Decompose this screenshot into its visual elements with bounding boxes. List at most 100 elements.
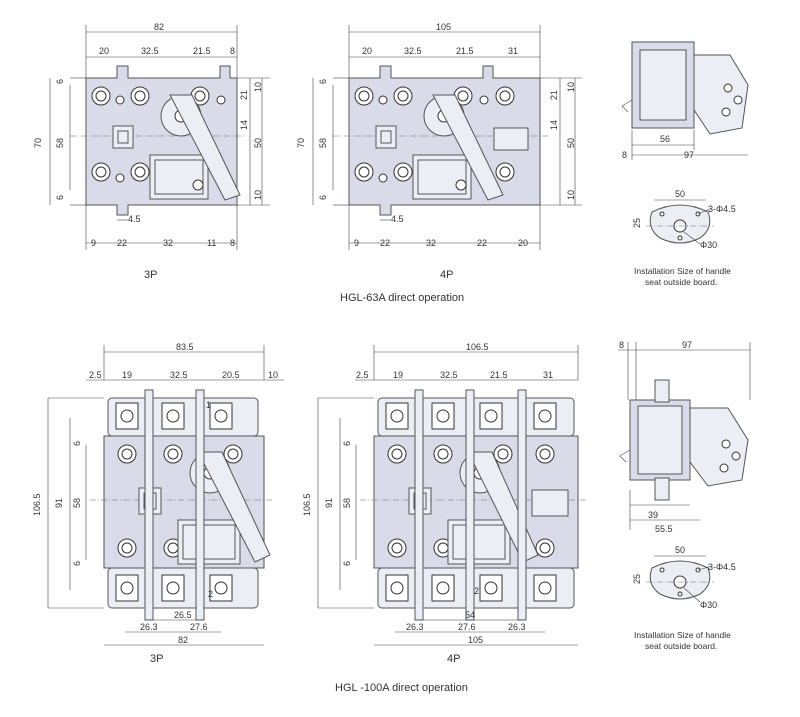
dim-100-4p-91: 91 [324, 498, 334, 508]
dim-63-3p-6b: 6 [55, 195, 65, 200]
hgl100-3p-view: 83.5 2.5 19 32.5 20.5 10 1 2 106.5 [32, 342, 284, 665]
dim-63-3p-b: 32.5 [141, 46, 159, 56]
dim-63-3p-r14: 14 [239, 120, 249, 130]
dim-63-4p-4.5: 4.5 [391, 214, 404, 224]
dim-100-side-8: 8 [619, 340, 624, 350]
dim-100-3p-27.6: 27.6 [190, 622, 208, 632]
dim-100-3p-26.5: 26.5 [174, 610, 192, 620]
dim-63-3p-c: 21.5 [193, 46, 211, 56]
dim-100-4p-a: 2.5 [356, 370, 369, 380]
dim-63-handle-25: 25 [632, 218, 642, 228]
dim-100-4p-c: 32.5 [440, 370, 458, 380]
dim-63-3p-4.5: 4.5 [128, 214, 141, 224]
dim-100-handle-holes: 3-Φ4.5 [708, 562, 736, 572]
dim-100-handle-50: 50 [675, 545, 685, 555]
dim-100-4p-e: 31 [543, 370, 553, 380]
title-hgl63: HGL-63A direct operation [340, 292, 464, 304]
dim-63-4p-b22: 22 [380, 238, 390, 248]
note-63-line2: seat outside board. [645, 277, 717, 287]
dim-63-4p-6a: 6 [318, 79, 328, 84]
dim-63-3p-r50: 50 [253, 138, 263, 148]
dim-100-3p-58: 58 [72, 498, 82, 508]
label-63-3p: 3P [144, 269, 157, 281]
note-100-line2: seat outside board. [645, 641, 717, 651]
dim-100-side-39: 39 [648, 510, 658, 520]
dim-63-3p-r21: 21 [239, 90, 249, 100]
dim-100-3p-e: 10 [268, 370, 278, 380]
dim-63-3p-d: 8 [230, 46, 235, 56]
dim-100-3p-26.3: 26.3 [140, 622, 158, 632]
label-100-3p: 3P [150, 653, 163, 665]
dim-100-3p-a: 2.5 [89, 370, 102, 380]
dim-63-4p-r10b: 10 [566, 190, 576, 200]
dim-100-4p-54: 54 [465, 610, 475, 620]
dim-63-side-97: 97 [684, 150, 694, 160]
dim-100-3p-6a: 6 [72, 441, 82, 446]
dim-63-4p-r50: 50 [566, 138, 576, 148]
dim-100-3p-d: 20.5 [222, 370, 240, 380]
dim-100-4p-d: 21.5 [490, 370, 508, 380]
dim-63-3p-b22: 22 [117, 238, 127, 248]
dim-100-3p-6b: 6 [72, 561, 82, 566]
dim-63-side-56: 56 [660, 134, 670, 144]
dim-63-3p-overall: 82 [154, 22, 164, 32]
dim-63-4p-height: 70 [296, 138, 306, 148]
dim-63-4p-a: 20 [362, 46, 372, 56]
dim-63-4p-r21: 21 [549, 90, 559, 100]
dim-63-3p-b32: 32 [163, 238, 173, 248]
dim-100-3p-c: 32.5 [170, 370, 188, 380]
dim-63-4p-c: 21.5 [456, 46, 474, 56]
dim-100-4p-overall: 106.5 [466, 342, 489, 352]
dim-100-3p-82: 82 [178, 635, 188, 645]
dim-100-3p-overall: 83.5 [176, 342, 194, 352]
dim-63-4p-r10a: 10 [566, 82, 576, 92]
dim-63-3p-6a: 6 [55, 79, 65, 84]
dim-63-3p-b8: 8 [230, 238, 235, 248]
dim-100-4p-58: 58 [342, 498, 352, 508]
dim-63-side-8: 8 [622, 150, 627, 160]
dim-100-4p-6a: 6 [342, 441, 352, 446]
dim-63-handle-50: 50 [675, 189, 685, 199]
dim-63-3p-58: 58 [55, 138, 65, 148]
hgl63-3p-view: 82 20 32.5 21.5 8 70 58 6 6 10 21 14 50 … [33, 22, 270, 281]
dim-63-4p-b22b: 22 [477, 238, 487, 248]
hgl100-side-view: 8 97 39 55.5 [618, 340, 751, 534]
dim-63-handle-phi30: Φ30 [700, 240, 717, 250]
label-63-4p: 4P [440, 269, 453, 281]
dim-100-4p-26.3b: 26.3 [508, 622, 526, 632]
dim-63-4p-d: 31 [508, 46, 518, 56]
note-63-line1: Installation Size of handle [634, 266, 731, 276]
dim-63-4p-6b: 6 [318, 195, 328, 200]
dim-63-3p-b9: 9 [91, 238, 96, 248]
note-100-line1: Installation Size of handle [634, 630, 731, 640]
dim-100-side-97: 97 [682, 340, 692, 350]
mark-100-3p-2: 2 [208, 589, 213, 599]
dim-63-4p-b9: 9 [354, 238, 359, 248]
dim-63-3p-a: 20 [99, 46, 109, 56]
dim-100-4p-26.3a: 26.3 [406, 622, 424, 632]
dim-63-4p-r14: 14 [549, 120, 559, 130]
dim-63-4p-b32: 32 [426, 238, 436, 248]
dim-100-3p-91: 91 [54, 498, 64, 508]
dim-63-3p-r10a: 10 [253, 82, 263, 92]
dim-100-4p-6b: 6 [342, 561, 352, 566]
hgl63-4p-view: 105 20 32.5 21.5 31 70 58 6 6 10 21 [296, 22, 582, 281]
dim-100-4p-105: 105 [468, 635, 483, 645]
dim-63-3p-b11: 11 [207, 238, 216, 248]
dim-63-4p-overall: 105 [436, 22, 451, 32]
hgl63-handle-seat: 50 25 3-Φ4.5 Φ30 Installation Size of ha… [632, 189, 736, 287]
dim-100-4p-b: 19 [393, 370, 403, 380]
dim-63-3p-r10b: 10 [253, 190, 263, 200]
hgl100-handle-seat: 50 25 3-Φ4.5 Φ30 Installation Size of ha… [632, 545, 736, 651]
mark-100-3p-1: 1 [206, 400, 211, 410]
dim-63-4p-b20: 20 [518, 238, 528, 248]
title-hgl100: HGL -100A direct operation [335, 682, 468, 694]
dim-100-handle-25: 25 [632, 574, 642, 584]
dim-63-4p-58: 58 [318, 138, 328, 148]
dim-100-3p-b: 19 [122, 370, 132, 380]
dim-100-3p-height: 106.5 [32, 493, 42, 516]
dim-100-4p-height: 106.5 [302, 493, 312, 516]
dim-63-4p-b: 32.5 [404, 46, 422, 56]
hgl63-side-view: 56 8 97 [621, 41, 749, 160]
